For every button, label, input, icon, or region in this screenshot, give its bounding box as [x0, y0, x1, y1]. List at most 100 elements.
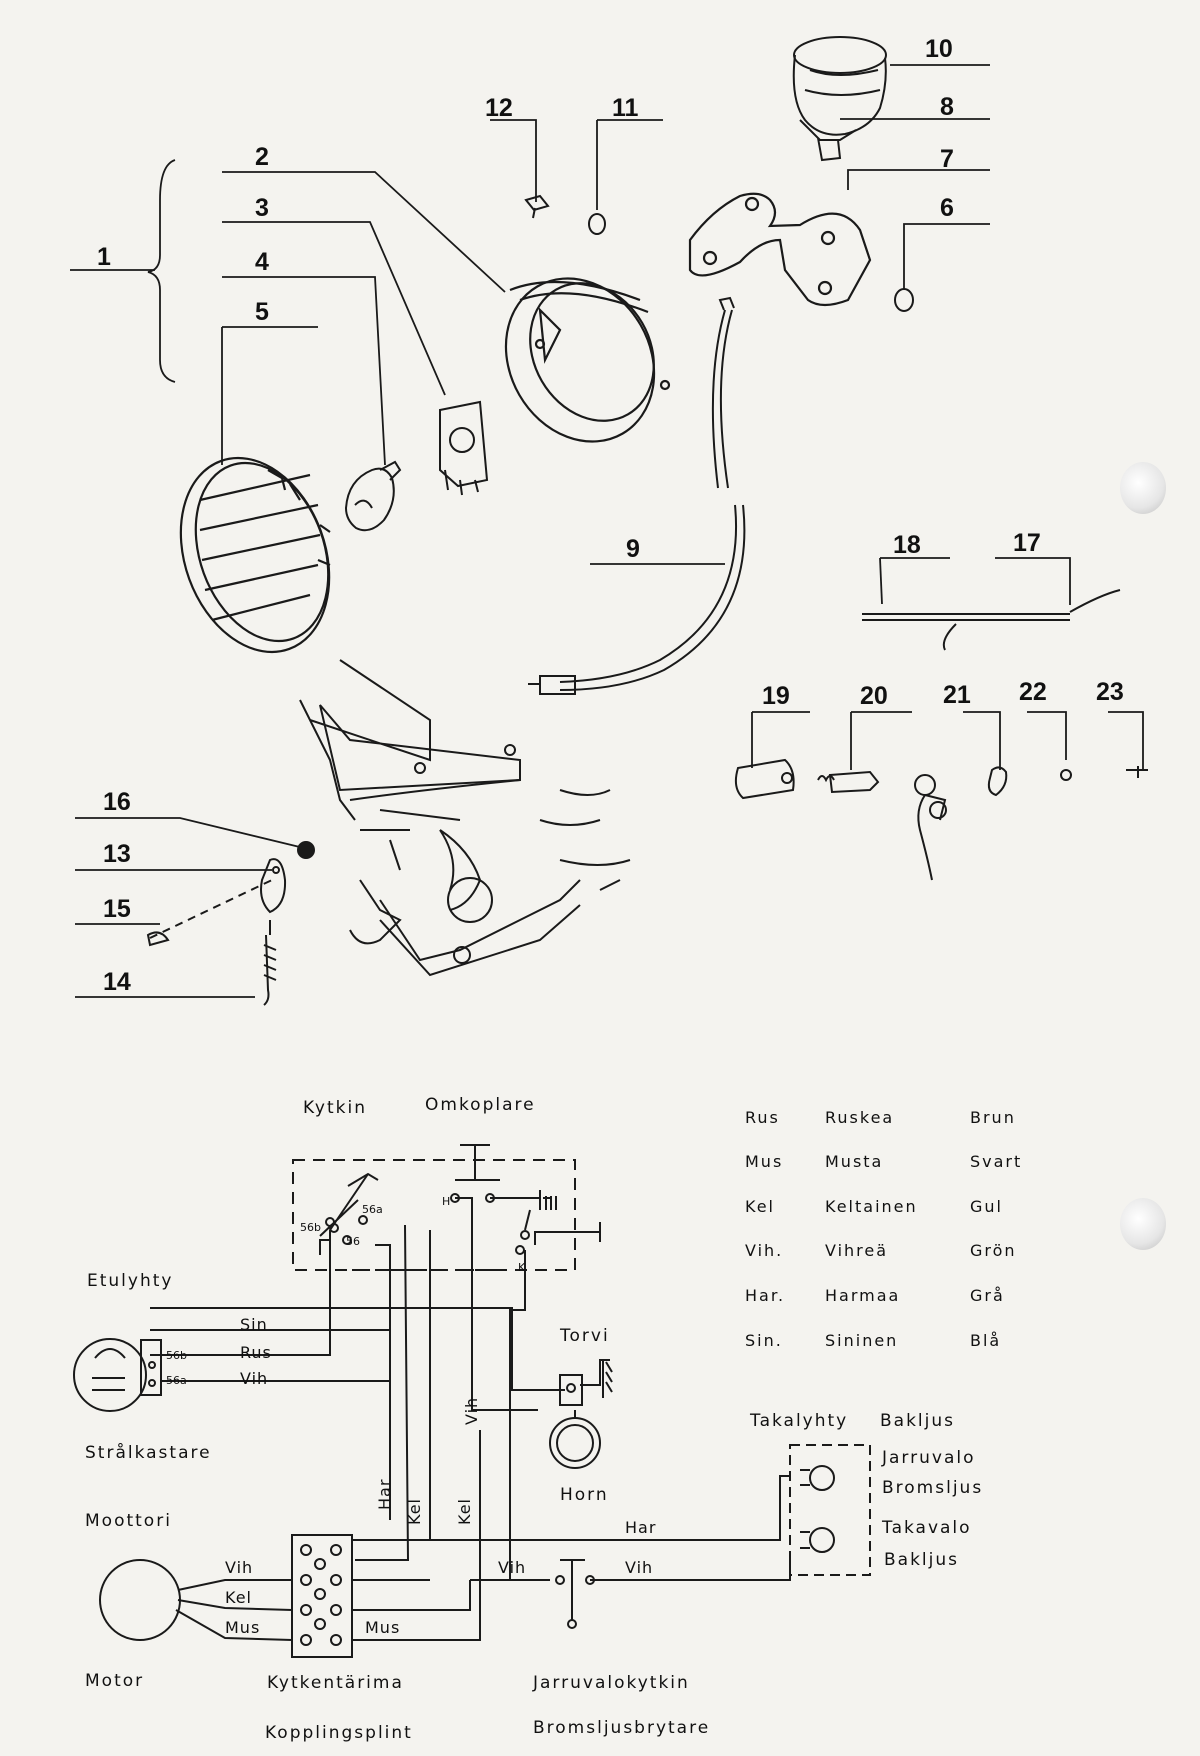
- part-number-22: 22: [1019, 678, 1047, 706]
- label-stralkastare: Strålkastare: [85, 1443, 212, 1463]
- label-jarruvalokytkin: Jarruvalokytkin: [533, 1673, 690, 1693]
- motor-symbol: [99, 1559, 181, 1641]
- rear-light-box: [789, 1444, 871, 1576]
- wire-mus-motor: Mus: [225, 1618, 261, 1637]
- terminal-56-switch: 56: [346, 1235, 360, 1248]
- switch-parts: [146, 841, 315, 1006]
- part-number-6: 6: [940, 194, 954, 222]
- legend-abbr: Mus: [745, 1152, 784, 1171]
- frame-detail: [299, 659, 631, 977]
- label-torvi: Torvi: [560, 1326, 610, 1346]
- legend-row: Vih. Vihreä Grön: [745, 1243, 1045, 1265]
- terminal-K: K: [518, 1261, 526, 1274]
- legend-abbr: Kel: [745, 1197, 775, 1216]
- legend-swedish: Brun: [970, 1108, 1016, 1127]
- terminal-56a-switch: 56a: [362, 1203, 383, 1216]
- bulb: [344, 460, 402, 532]
- binder-hole-bottom: [1120, 1198, 1166, 1250]
- legend-swedish: Blå: [970, 1331, 1002, 1350]
- part-number-2: 2: [255, 143, 269, 171]
- label-bakljus: Bakljus: [880, 1411, 956, 1431]
- wire-mus-block: Mus: [365, 1618, 401, 1637]
- legend-finnish: Keltainen: [825, 1197, 918, 1216]
- part-number-19: 19: [762, 682, 790, 710]
- wire-vih-brake: Vih: [498, 1558, 527, 1577]
- legend-swedish: Svart: [970, 1152, 1023, 1171]
- wire-rus: Rus: [240, 1343, 272, 1362]
- bulb-holder: [439, 400, 489, 496]
- legend-finnish: Vihreä: [825, 1241, 889, 1260]
- wire-vih-vertical: Vih: [462, 1396, 481, 1425]
- screw: [524, 194, 550, 219]
- wire-sin: Sin: [240, 1315, 268, 1334]
- part-number-9: 9: [626, 535, 640, 563]
- headlamp-lens: [179, 456, 331, 654]
- part-number-1: 1: [97, 243, 111, 271]
- binder-hole-top: [1120, 462, 1166, 514]
- legend-row: Kel Keltainen Gul: [745, 1199, 1045, 1221]
- legend-row: Sin. Sininen Blå: [745, 1333, 1045, 1355]
- nut: [894, 288, 914, 312]
- label-takavalo: Takavalo: [882, 1518, 972, 1538]
- part-number-18: 18: [893, 531, 921, 559]
- part-number-10: 10: [925, 35, 953, 63]
- rear-bulb-brake: [800, 1465, 835, 1491]
- cable-strip: [862, 589, 1121, 651]
- terminal-H: H: [442, 1195, 451, 1208]
- legend-abbr: Vih.: [745, 1241, 784, 1260]
- terminal-block-holes: [300, 1544, 342, 1646]
- part-number-17: 17: [1013, 529, 1041, 557]
- terminal-56b-switch: 56b: [300, 1221, 321, 1234]
- wire-kel-motor: Kel: [225, 1588, 252, 1607]
- speedometer-cup: [792, 36, 887, 162]
- part-number-3: 3: [255, 194, 269, 222]
- terminal-56b-lamp: 56b: [166, 1349, 187, 1362]
- part-number-11: 11: [612, 94, 639, 122]
- legend-finnish: Musta: [825, 1152, 884, 1171]
- rear-bulb-tail: [800, 1527, 835, 1553]
- wire-vih: Vih: [240, 1369, 269, 1388]
- label-horn: Horn: [560, 1485, 609, 1505]
- label-etulyhty: Etulyhty: [87, 1271, 174, 1291]
- part-number-23: 23: [1096, 678, 1124, 706]
- part-number-4: 4: [255, 248, 269, 276]
- wire-har-rear: Har: [625, 1518, 657, 1537]
- label-moottori: Moottori: [85, 1511, 172, 1531]
- part-number-20: 20: [860, 682, 888, 710]
- horn-bracket: [559, 1374, 583, 1406]
- part-number-7: 7: [940, 145, 954, 173]
- part-number-14: 14: [103, 968, 131, 996]
- wire-kel-vertical-2: Kel: [455, 1498, 474, 1525]
- legend-abbr: Har.: [745, 1286, 786, 1305]
- wire-vih-rear: Vih: [625, 1558, 654, 1577]
- headlamp-rim: [504, 277, 671, 443]
- terminal-block: [291, 1534, 353, 1658]
- label-jarruvalo: Jarruvalo: [882, 1448, 976, 1468]
- part-number-12: 12: [485, 94, 513, 122]
- legend-abbr: Sin.: [745, 1331, 783, 1350]
- part-number-16: 16: [103, 788, 131, 816]
- wire-vih-motor: Vih: [225, 1558, 254, 1577]
- label-motor: Motor: [85, 1671, 145, 1691]
- legend-swedish: Grå: [970, 1286, 1005, 1305]
- legend-row: Har. Harmaa Grå: [745, 1288, 1045, 1310]
- lock-set: [734, 758, 1148, 881]
- switch-box: [292, 1159, 576, 1271]
- headlamp-symbol: [73, 1338, 390, 1412]
- label-kytkin: Kytkin: [303, 1098, 367, 1118]
- part-number-13: 13: [103, 840, 131, 868]
- part-number-21: 21: [943, 681, 971, 709]
- leader-lines: [70, 64, 1144, 998]
- part-number-5: 5: [255, 298, 269, 326]
- legend-finnish: Ruskea: [825, 1108, 895, 1127]
- part-number-8: 8: [940, 93, 954, 121]
- label-kytkentarima: Kytkentärima: [267, 1673, 404, 1693]
- legend-finnish: Sininen: [825, 1331, 899, 1350]
- washer: [588, 213, 606, 235]
- legend-abbr: Rus: [745, 1108, 780, 1127]
- label-omkoplare: Omkoplare: [425, 1095, 536, 1115]
- label-bromsljusbrytare: Bromsljusbrytare: [533, 1718, 711, 1738]
